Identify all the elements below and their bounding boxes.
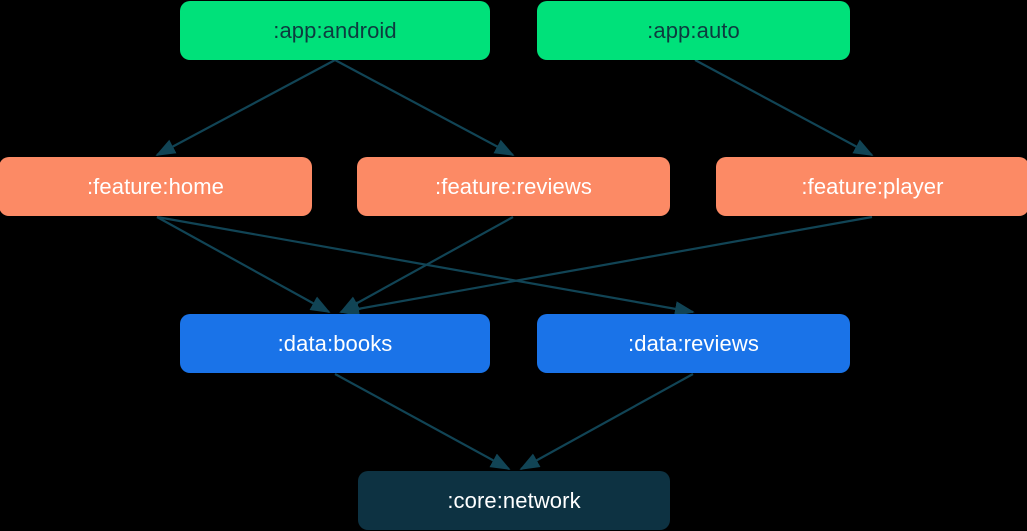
- node-feature-reviews[interactable]: :feature:reviews: [357, 157, 670, 216]
- node-data-reviews[interactable]: :data:reviews: [537, 314, 850, 373]
- edge-app-android-to-feature-home: [155, 59, 336, 156]
- node-label-app-auto: :app:auto: [647, 17, 740, 43]
- node-label-core-network: :core:network: [447, 487, 581, 513]
- node-app-android[interactable]: :app:android: [180, 1, 490, 60]
- edge-data-reviews-to-core-network: [519, 373, 694, 470]
- node-label-feature-reviews: :feature:reviews: [435, 173, 592, 199]
- edges-group: [155, 59, 874, 470]
- node-core-network[interactable]: :core:network: [358, 471, 670, 530]
- node-feature-home[interactable]: :feature:home: [0, 157, 312, 216]
- node-label-data-reviews: :data:reviews: [628, 330, 759, 356]
- edge-app-auto-to-feature-player: [694, 59, 874, 156]
- edge-data-books-to-core-network: [334, 373, 511, 470]
- node-label-feature-home: :feature:home: [86, 173, 225, 199]
- node-label-data-books: :data:books: [277, 330, 393, 356]
- edge-feature-reviews-to-data-books: [339, 216, 514, 313]
- edge-app-android-to-feature-reviews: [334, 59, 515, 156]
- edge-feature-home-to-data-reviews: [156, 215, 695, 317]
- node-feature-player[interactable]: :feature:player: [716, 157, 1027, 216]
- node-data-books[interactable]: :data:books: [180, 314, 490, 373]
- node-app-auto[interactable]: :app:auto: [537, 1, 850, 60]
- node-label-app-android: :app:android: [273, 17, 397, 43]
- edge-feature-home-to-data-books: [156, 216, 331, 313]
- edge-feature-player-to-data-books: [339, 215, 873, 317]
- node-label-feature-player: :feature:player: [801, 173, 944, 199]
